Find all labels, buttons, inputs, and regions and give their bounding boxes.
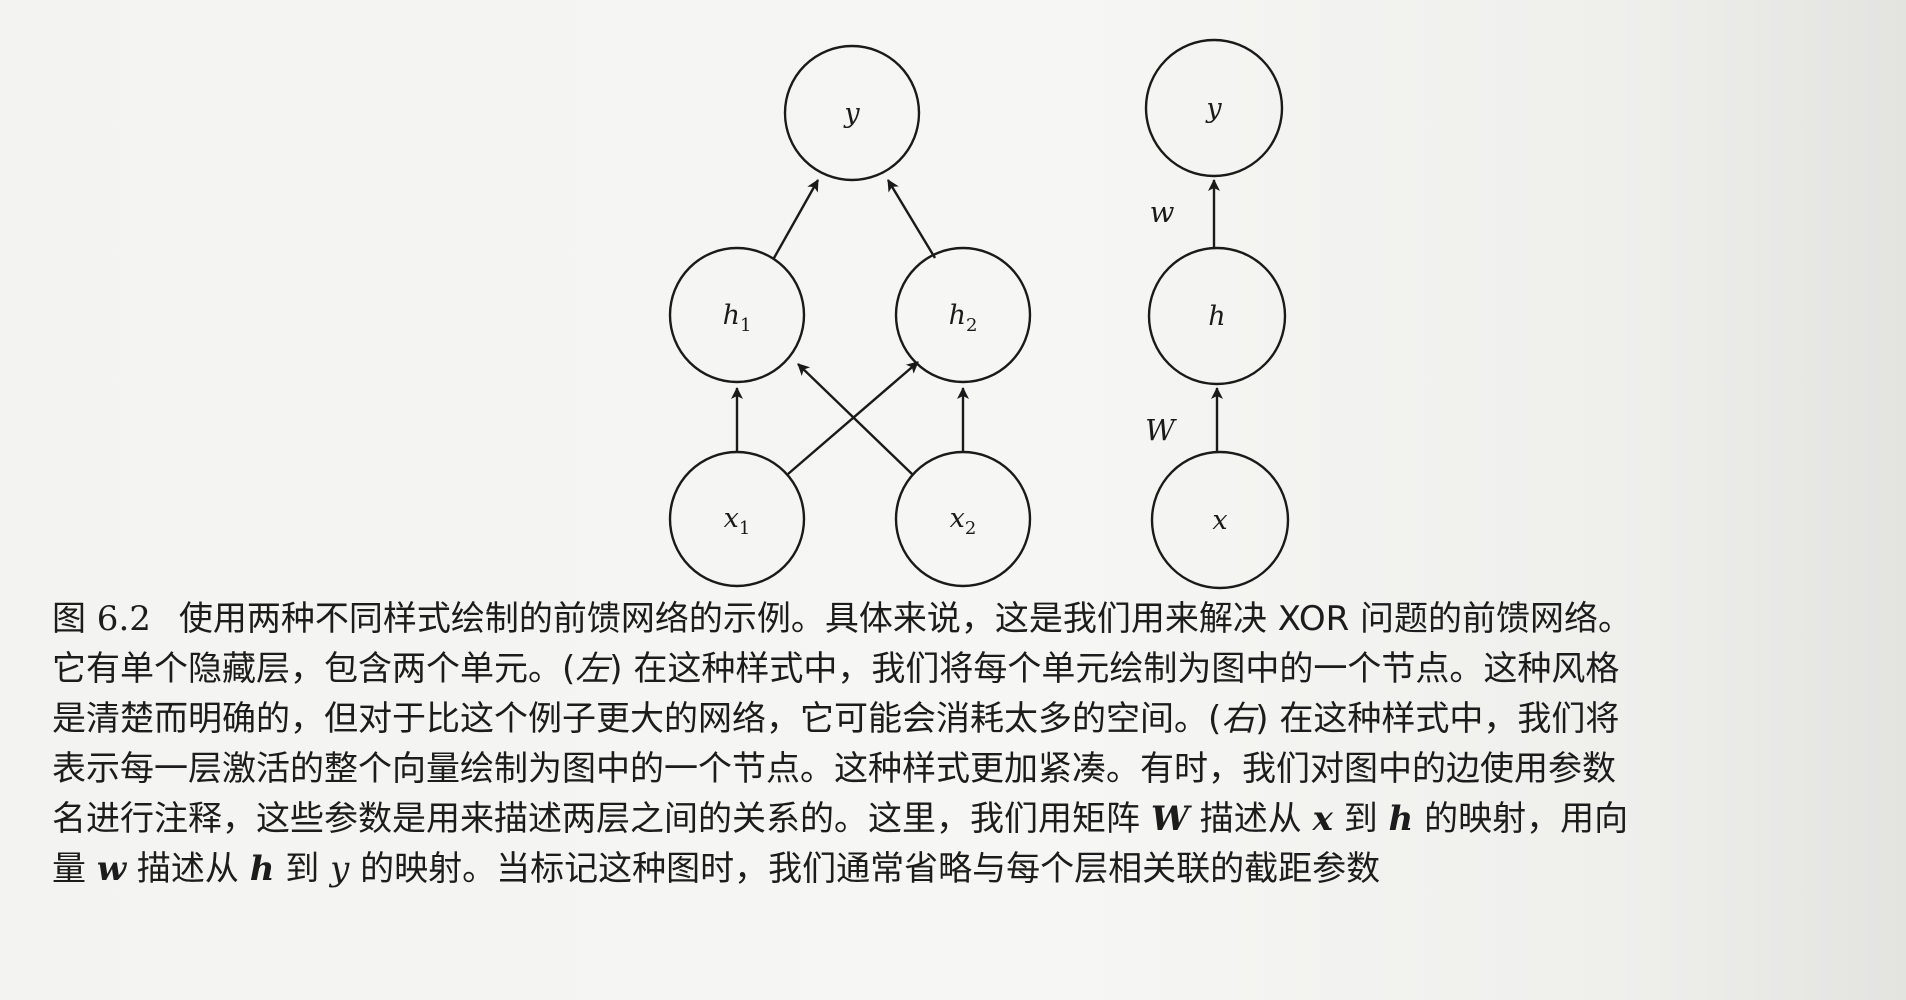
node-y-left: y bbox=[783, 44, 921, 182]
math-w: w bbox=[96, 849, 127, 889]
right-diagram: w W y h x bbox=[1144, 38, 1290, 590]
node-x2: x2 bbox=[894, 450, 1032, 588]
caption-text-5a: 名进行注释，这些参数是用来描述两层之间的关系的。这里，我们用矩阵 bbox=[52, 799, 1151, 839]
edge-label-w: w bbox=[1150, 195, 1175, 229]
caption-left-marker: 左 bbox=[575, 649, 610, 689]
caption-line-6: 量 w 描述从 h 到 y 的映射。当标记这种图时，我们通常省略与每个层相关联的… bbox=[52, 844, 1892, 894]
node-h2-subscript: 2 bbox=[966, 315, 977, 336]
node-h-label: h bbox=[1208, 301, 1225, 332]
node-h1-label: h bbox=[723, 300, 740, 331]
caption-line-5: 名进行注释，这些参数是用来描述两层之间的关系的。这里，我们用矩阵 W 描述从 x… bbox=[52, 794, 1892, 844]
neural-network-diagrams: y h1 h2 x1 bbox=[668, 38, 1290, 590]
node-x2-label: x bbox=[950, 503, 965, 534]
caption-text-5d: 的映射，用向 bbox=[1413, 799, 1629, 839]
node-x1-label: x bbox=[724, 503, 739, 534]
math-y: y bbox=[330, 849, 350, 889]
edge-h1-to-y bbox=[772, 179, 820, 259]
caption-text-5c: 到 bbox=[1332, 799, 1389, 839]
svg-text:h1: h1 bbox=[723, 300, 752, 336]
caption-text-5b: 描述从 bbox=[1189, 799, 1313, 839]
node-y-right: y bbox=[1144, 38, 1284, 178]
node-x-label: x bbox=[1212, 505, 1227, 536]
node-y-right-label: y bbox=[1205, 93, 1222, 124]
edge-x2-to-h1 bbox=[797, 363, 913, 475]
edge-h2-to-y bbox=[886, 179, 937, 259]
caption-text-6d: 的映射。当标记这种图时，我们通常省略与每个层相关联的截距参数 bbox=[349, 849, 1381, 889]
caption-text-6b: 描述从 bbox=[126, 849, 250, 889]
caption-text-3b: ) 在这种样式中，我们将 bbox=[1255, 699, 1620, 739]
caption-line-2: 它有单个隐藏层，包含两个单元。(左) 在这种样式中，我们将每个单元绘制为图中的一… bbox=[52, 644, 1892, 694]
caption-text-6c: 到 bbox=[274, 849, 331, 889]
figure-caption: 图 6.2 使用两种不同样式绘制的前馈网络的示例。具体来说，这是我们用来解决 XO… bbox=[52, 594, 1892, 894]
caption-text-4: 表示每一层激活的整个向量绘制为图中的一个节点。这种样式更加紧凑。有时，我们对图中… bbox=[52, 749, 1616, 789]
node-h2-label: h bbox=[949, 300, 966, 331]
node-x1-subscript: 1 bbox=[739, 518, 750, 539]
caption-line-1: 图 6.2 使用两种不同样式绘制的前馈网络的示例。具体来说，这是我们用来解决 XO… bbox=[52, 594, 1892, 644]
node-h: h bbox=[1147, 246, 1287, 386]
node-y-left-label: y bbox=[843, 98, 860, 129]
caption-text-1: 使用两种不同样式绘制的前馈网络的示例。具体来说，这是我们用来解决 XOR 问题的… bbox=[178, 599, 1633, 639]
math-h: h bbox=[1388, 799, 1414, 839]
node-x2-subscript: 2 bbox=[965, 518, 976, 539]
svg-text:h2: h2 bbox=[949, 300, 978, 336]
math-x: x bbox=[1312, 799, 1333, 839]
caption-text-2a: 它有单个隐藏层，包含两个单元。( bbox=[52, 649, 576, 689]
node-h1: h1 bbox=[668, 246, 806, 384]
caption-line-3: 是清楚而明确的，但对于比这个例子更大的网络，它可能会消耗太多的空间。(右) 在这… bbox=[52, 694, 1892, 744]
svg-text:x2: x2 bbox=[950, 503, 977, 539]
caption-line-4: 表示每一层激活的整个向量绘制为图中的一个节点。这种样式更加紧凑。有时，我们对图中… bbox=[52, 744, 1892, 794]
node-x1: x1 bbox=[668, 450, 806, 588]
svg-text:x1: x1 bbox=[724, 503, 751, 539]
edge-label-W: W bbox=[1145, 413, 1177, 447]
caption-text-6a: 量 bbox=[52, 849, 97, 889]
math-W: W bbox=[1150, 799, 1189, 839]
math-h-2: h bbox=[249, 849, 275, 889]
node-h2: h2 bbox=[894, 246, 1032, 384]
caption-right-marker: 右 bbox=[1221, 699, 1256, 739]
figure-label: 图 6.2 bbox=[52, 599, 151, 639]
caption-text-3a: 是清楚而明确的，但对于比这个例子更大的网络，它可能会消耗太多的空间。( bbox=[52, 699, 1222, 739]
node-x: x bbox=[1150, 450, 1290, 590]
caption-text-2b: ) 在这种样式中，我们将每个单元绘制为图中的一个节点。这种风格 bbox=[609, 649, 1620, 689]
node-h1-subscript: 1 bbox=[740, 315, 751, 336]
left-diagram: y h1 h2 x1 bbox=[668, 44, 1032, 588]
